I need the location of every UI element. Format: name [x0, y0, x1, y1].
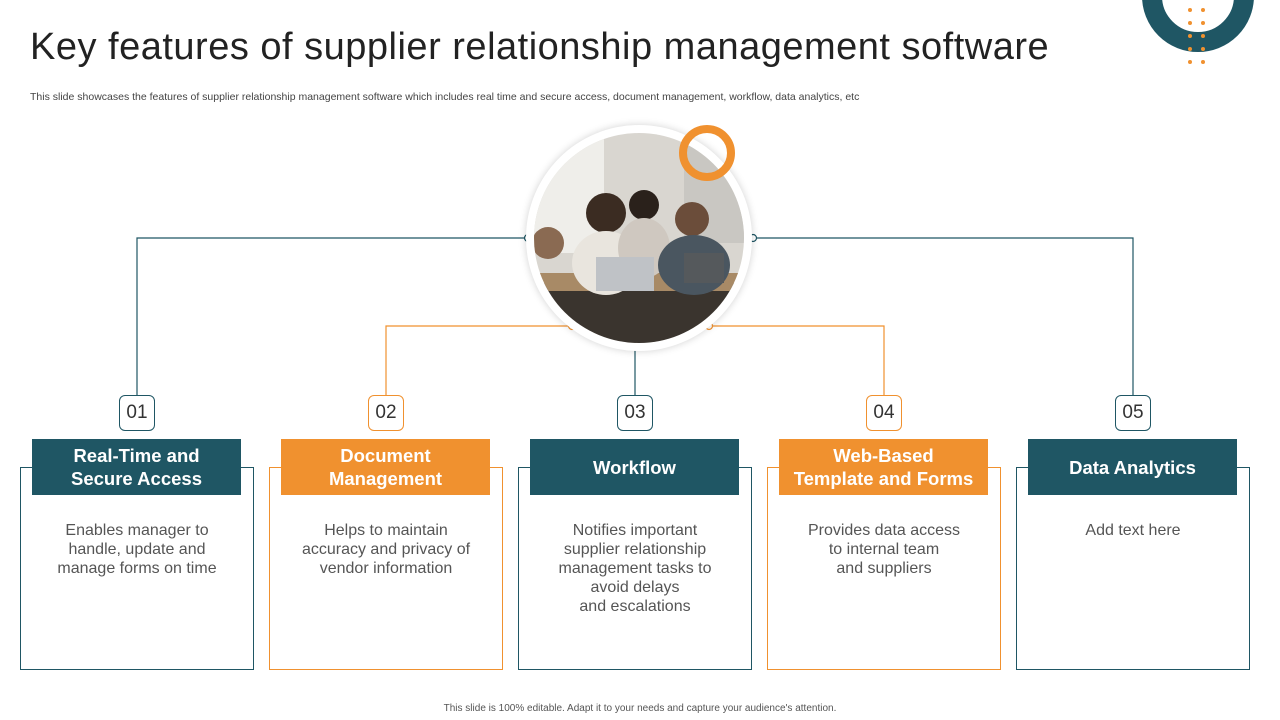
orange-accent-ring: [679, 125, 735, 181]
feature-card: [1016, 467, 1250, 670]
page-subtitle: This slide showcases the features of sup…: [30, 91, 860, 103]
team-photo-frame: [526, 125, 752, 351]
footer-note: This slide is 100% editable. Adapt it to…: [443, 703, 837, 714]
feature-card: [20, 467, 254, 670]
feature-description: Helps to maintain accuracy and privacy o…: [301, 522, 471, 577]
page-title: Key features of supplier relationship ma…: [30, 26, 1050, 68]
feature-number: 04: [866, 395, 902, 431]
feature-description: Provides data access to internal team an…: [807, 522, 961, 577]
feature-card: [269, 467, 503, 670]
team-photo: [534, 133, 744, 343]
feature-title: Workflow: [530, 439, 739, 495]
feature-number: 01: [119, 395, 155, 431]
feature-number: 02: [368, 395, 404, 431]
feature-title: Data Analytics: [1028, 439, 1237, 495]
feature-card: [518, 467, 752, 670]
feature-description: Enables manager to handle, update and ma…: [57, 522, 217, 577]
feature-description: Notifies important supplier relationship…: [558, 522, 712, 615]
feature-card: [767, 467, 1001, 670]
feature-number: 03: [617, 395, 653, 431]
feature-number: 05: [1115, 395, 1151, 431]
feature-description: Add text here: [1085, 522, 1181, 539]
